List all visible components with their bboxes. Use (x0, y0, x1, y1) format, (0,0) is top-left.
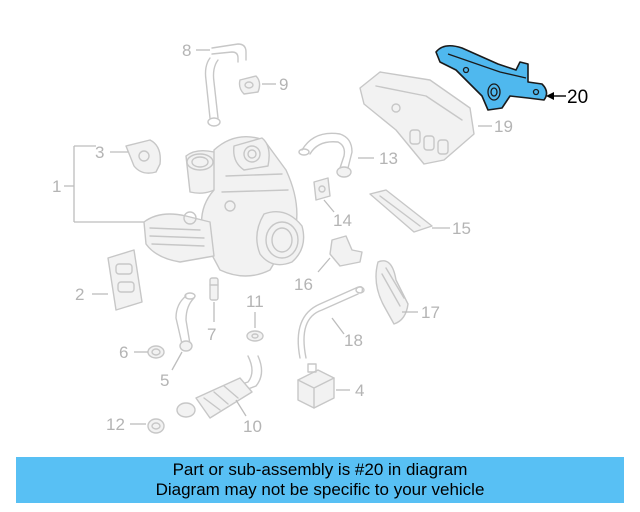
info-banner: Part or sub-assembly is #20 in diagram D… (16, 457, 624, 503)
banner-line-2: Diagram may not be specific to your vehi… (155, 480, 485, 499)
part-3-sensor (125, 139, 161, 174)
part-19-heat-shield (359, 71, 475, 165)
part-5-pipe (175, 292, 196, 352)
part-14-gasket (313, 177, 331, 201)
callout-6: 6 (119, 343, 128, 362)
callout-8: 8 (182, 41, 191, 60)
part-15-shield (369, 189, 433, 233)
callout-7: 7 (207, 325, 216, 344)
part-12-gasket (147, 418, 165, 434)
part-2-gasket (107, 249, 143, 311)
callout-5: 5 (160, 371, 169, 390)
part-4-actuator (297, 363, 335, 409)
callout-17: 17 (421, 303, 440, 322)
callout-9: 9 (279, 75, 288, 94)
callout-11: 11 (246, 292, 264, 311)
callout-10: 10 (243, 417, 262, 436)
part-11-washer (246, 330, 264, 342)
part-20-bracket-highlighted[interactable] (435, 44, 548, 111)
part-9-gasket (238, 75, 261, 95)
part-10-pipe (176, 355, 263, 419)
callout-4: 4 (355, 381, 364, 400)
callout-12: 12 (106, 415, 125, 434)
callout-19: 19 (494, 117, 513, 136)
callout-2: 2 (75, 285, 84, 304)
part-17-heat-shield (375, 260, 409, 325)
part-13-pipe (298, 132, 353, 178)
callout-1: 1 (52, 177, 61, 196)
part-6-seal (147, 345, 165, 359)
callout-18: 18 (344, 331, 363, 350)
banner-line-1: Part or sub-assembly is #20 in diagram (172, 460, 468, 479)
part-16-bracket (329, 235, 363, 267)
callout-13: 13 (379, 149, 398, 168)
callout-3: 3 (95, 143, 104, 162)
part-1-turbocharger (143, 136, 305, 277)
part-7-stud (209, 277, 219, 301)
callout-15: 15 (452, 219, 471, 238)
parts-diagram: 8 9 3 1 2 (52, 41, 588, 436)
part-8-pipe (204, 43, 247, 127)
callout-16: 16 (294, 275, 313, 294)
callout-14: 14 (333, 211, 352, 230)
callout-20: 20 (567, 87, 588, 108)
part-18-rod (297, 285, 365, 359)
